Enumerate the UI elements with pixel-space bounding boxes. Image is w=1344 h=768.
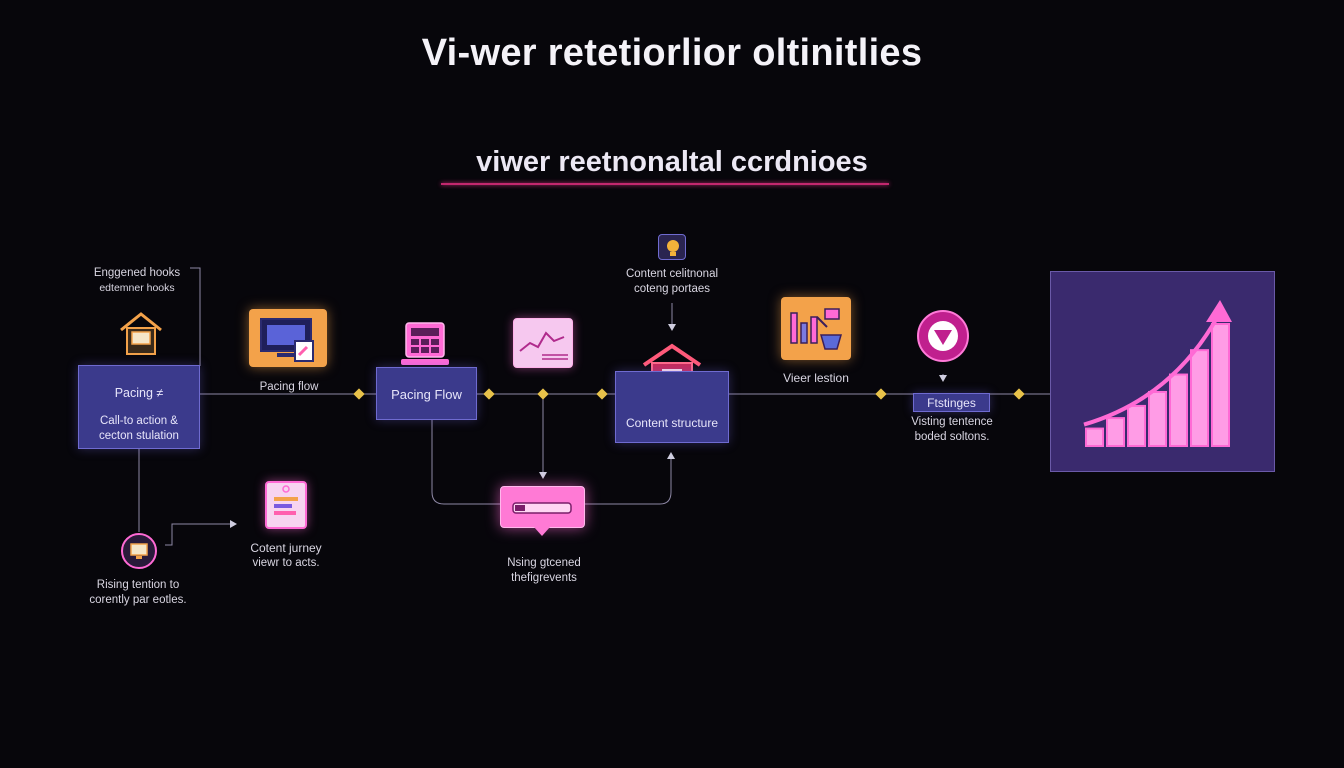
diagram-title: Vi-wer retetiorlior oltinitlies	[421, 32, 923, 74]
content-journey-label: Cotent jurney viewr to acts.	[250, 541, 322, 569]
lightbulb-icon	[658, 234, 686, 260]
rising-center-label: Nsing gtcened thefigrevents	[507, 557, 581, 584]
chart-bar	[1148, 390, 1167, 447]
chart-bar	[1190, 349, 1209, 447]
house-icon	[118, 310, 164, 358]
rising-tension-label: Rising tention to corently par eotles.	[89, 579, 187, 606]
firstinges-badge[interactable]: Ftstinges	[913, 393, 990, 412]
pacing-flow-caption: Pacing flow	[259, 381, 319, 393]
content-calc-label: Content celitnonal coteng portaes	[625, 268, 719, 295]
connector-diamond	[1013, 388, 1025, 400]
growth-chart-panel	[1050, 271, 1275, 472]
connector-diamond	[875, 388, 887, 400]
line-chart-icon	[513, 318, 573, 368]
progress-widget-pointer	[534, 527, 550, 536]
connector-diamond	[483, 388, 495, 400]
loop-right-line	[585, 452, 675, 505]
monitor-icon	[249, 309, 327, 367]
pacing-flow-box[interactable]: Pacing Flow	[376, 367, 477, 420]
content-structure-box[interactable]: Content structure	[615, 371, 729, 443]
pacing-action-box[interactable]: Pacing ≠ Call-to action & cecton stulati…	[78, 365, 200, 449]
laptop-icon	[400, 321, 450, 367]
loop-left-line	[431, 420, 500, 505]
trend-arrowhead	[1206, 300, 1232, 322]
analytics-icon	[781, 297, 851, 360]
chart-bar	[1169, 373, 1188, 447]
connector-diamond	[596, 388, 608, 400]
connector-diamond	[353, 388, 365, 400]
connector-diamond	[537, 388, 549, 400]
engaged-hooks-label: Enggened hooks edtemner hooks	[93, 267, 181, 294]
circle-monitor-icon	[120, 532, 158, 570]
chart-bar	[1106, 417, 1125, 448]
progress-widget[interactable]	[500, 486, 585, 528]
firstinges-caption: Visting tentence boded soltons.	[911, 416, 993, 443]
diagram-subtitle: viwer reetnonaltal ccrdnioes	[476, 146, 868, 178]
journey-arrow-line	[165, 520, 237, 546]
viewer-lesson-label: Vieer lestion	[783, 371, 849, 385]
chart-bar	[1211, 323, 1230, 447]
document-icon	[265, 481, 307, 529]
subtitle-underline	[441, 183, 889, 185]
chart-bar	[1085, 427, 1104, 447]
target-badge-icon	[916, 309, 970, 363]
chart-bar	[1127, 404, 1146, 448]
trend-line	[1083, 315, 1220, 427]
hooks-bracket-line	[190, 267, 201, 366]
growth-bar-chart	[1083, 300, 1232, 448]
